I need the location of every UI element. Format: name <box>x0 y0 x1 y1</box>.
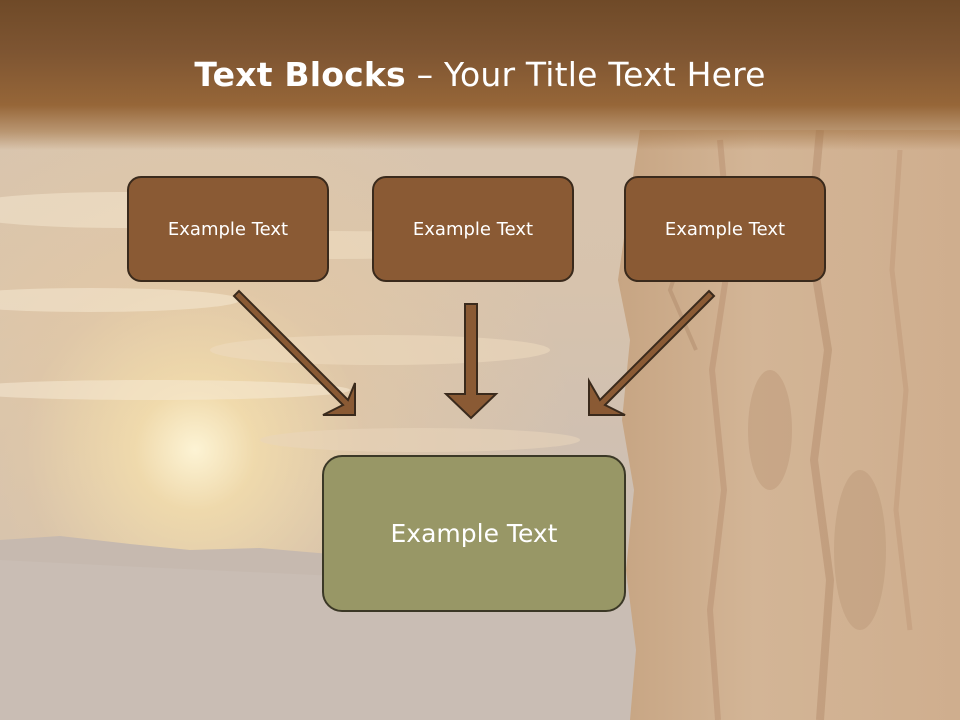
text-block-2[interactable]: Example Text <box>372 176 574 282</box>
text-block-2-label: Example Text <box>412 218 534 240</box>
title-rest: – Your Title Text Here <box>405 55 766 94</box>
text-block-3[interactable]: Example Text <box>624 176 826 282</box>
text-block-1-label: Example Text <box>167 218 289 240</box>
title-bold: Text Blocks <box>194 55 406 94</box>
slide-title: Text Blocks – Your Title Text Here <box>0 52 960 98</box>
arrow-center <box>443 303 499 420</box>
title-bar <box>0 0 960 150</box>
arrow-left <box>232 289 356 416</box>
target-block-label: Example Text <box>390 519 558 548</box>
text-block-1[interactable]: Example Text <box>127 176 329 282</box>
target-block[interactable]: Example Text <box>322 455 626 612</box>
text-block-3-label: Example Text <box>664 218 786 240</box>
arrow-right <box>588 289 716 416</box>
